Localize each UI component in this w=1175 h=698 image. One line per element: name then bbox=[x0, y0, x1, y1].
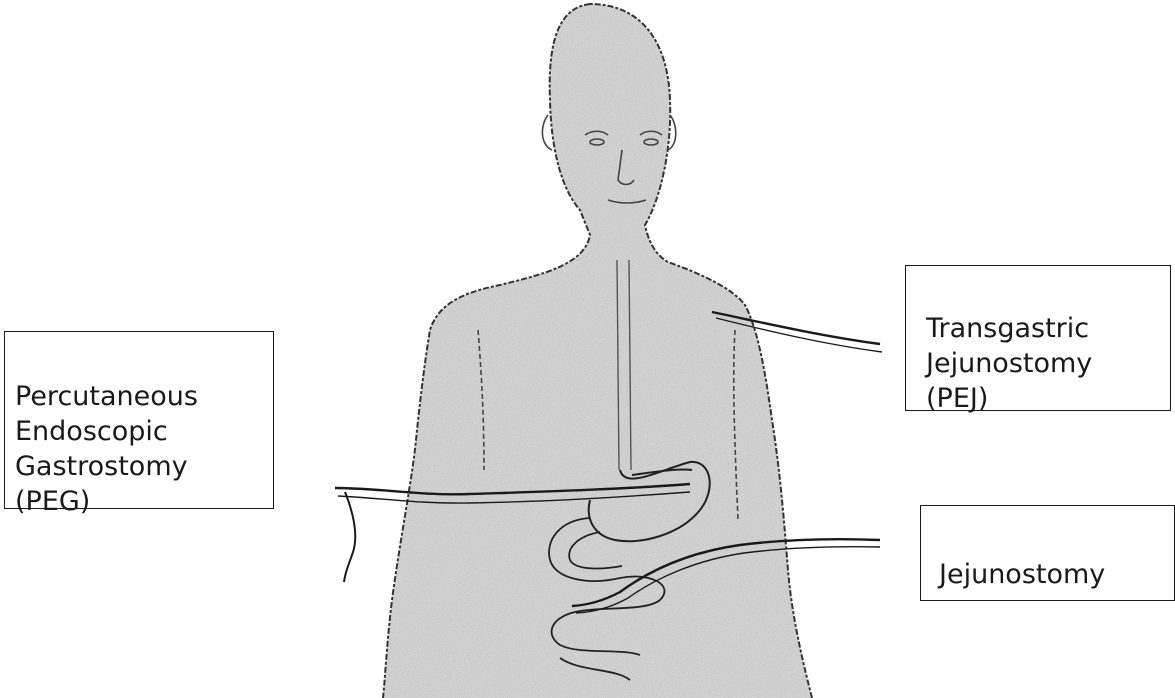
jejunostomy-label-text: Jejunostomy bbox=[939, 559, 1105, 590]
pej-label-text: Transgastric Jejunostomy (PEJ) bbox=[926, 313, 1092, 414]
peg-label-box: Percutaneous Endoscopic Gastrostomy (PEG… bbox=[4, 331, 274, 509]
jejunostomy-label-box: Jejunostomy bbox=[920, 505, 1175, 601]
peg-label-text: Percutaneous Endoscopic Gastrostomy (PEG… bbox=[15, 381, 198, 517]
pej-label-box: Transgastric Jejunostomy (PEJ) bbox=[905, 265, 1171, 411]
human-torso-figure bbox=[380, 0, 820, 698]
